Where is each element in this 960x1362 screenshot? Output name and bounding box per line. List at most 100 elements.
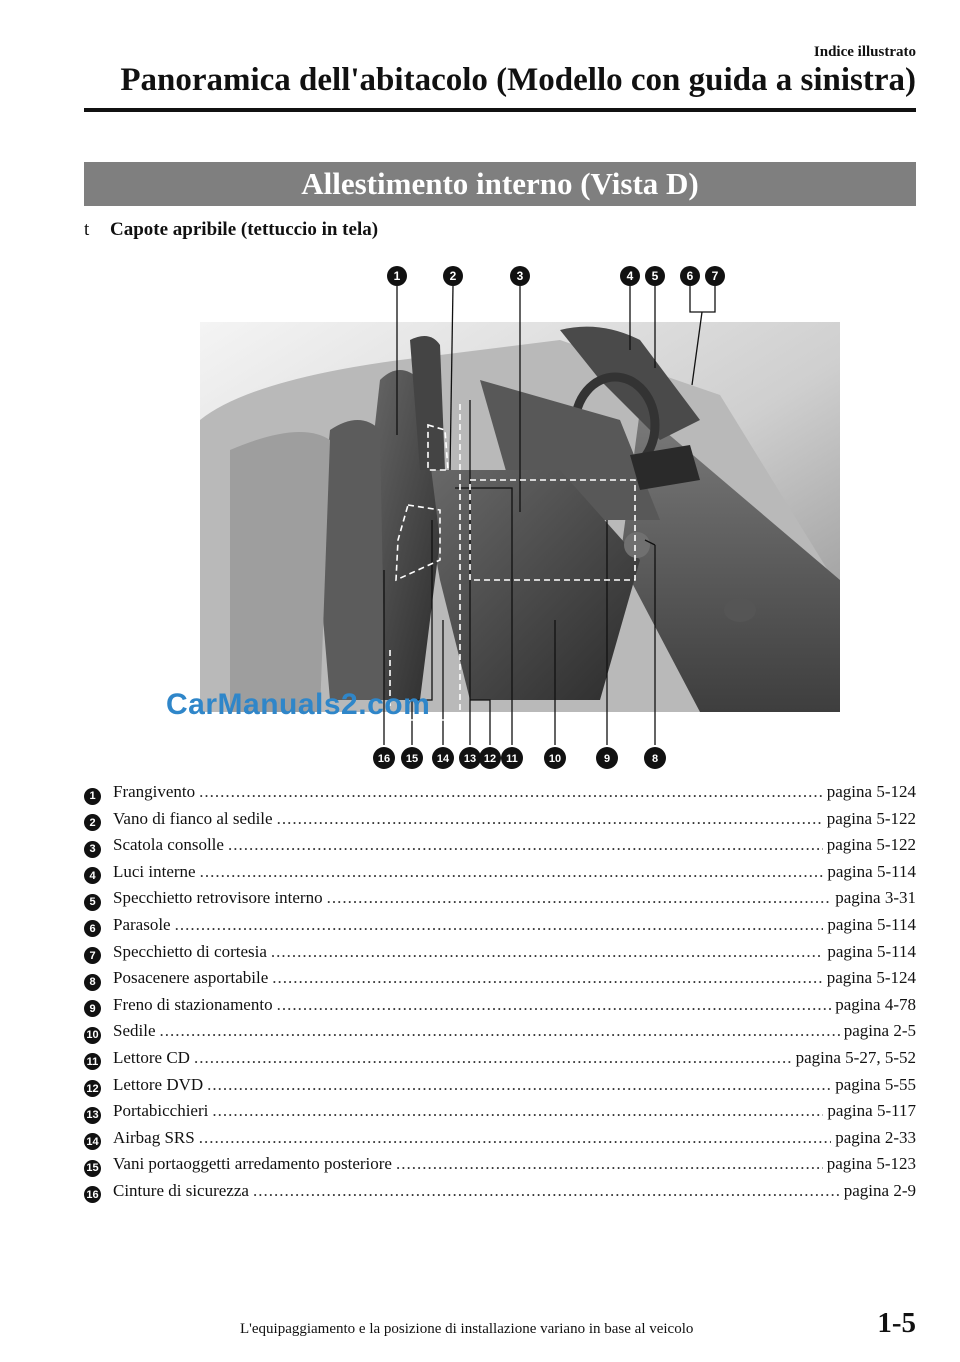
legend-item-label: Frangivento <box>113 782 196 801</box>
number-badge: 6 <box>84 920 101 938</box>
legend-item: 10 Sedile pagina 2-5 <box>84 1021 916 1048</box>
hidden-area-outlines <box>389 400 636 721</box>
leader-dots <box>277 995 832 1015</box>
page-reference: pagina 4-78 <box>835 994 916 1014</box>
number-badge: 13 <box>84 1106 101 1124</box>
car-photo <box>200 322 840 712</box>
legend-item-label: Lettore CD <box>113 1047 190 1067</box>
legend-item: 3 Scatola consolle pagina 5-122 <box>84 835 916 862</box>
leader-dots <box>194 1048 792 1068</box>
callout-9-label: 9 <box>604 753 610 765</box>
number-badge: 10 <box>84 1026 101 1044</box>
callout-12-label: 12 <box>484 753 496 765</box>
number-badge: 16 <box>84 1186 101 1204</box>
leader-dots <box>175 915 824 935</box>
legend-item-label: Vani portaoggetti arredamento posteriore <box>113 1154 392 1174</box>
leader-dots <box>253 1181 840 1201</box>
callout-1-label: 1 <box>394 269 401 283</box>
leader-dots <box>199 782 823 802</box>
legend-item-label: Freno di stazionamento <box>113 994 273 1014</box>
leader-dots <box>272 968 822 988</box>
callout-14-label: 14 <box>437 753 450 765</box>
page-reference: pagina 5-117 <box>827 1101 916 1121</box>
callout-2-label: 2 <box>450 269 457 283</box>
number-badge: 4 <box>84 867 101 885</box>
callout-11-label: 11 <box>506 753 518 765</box>
legend-item: 9 Freno di stazionamento pagina 4-78 <box>84 995 916 1022</box>
page-number: 1-5 <box>877 1307 916 1339</box>
page-reference: pagina 2-5 <box>843 1021 916 1041</box>
header-divider <box>84 108 916 112</box>
page-reference: pagina 5-27, 5-52 <box>795 1047 916 1067</box>
number-badge: 8 <box>84 973 101 991</box>
legend-item: 15 Vani portaoggetti arredamento posterio… <box>84 1154 916 1181</box>
callout-7-label: 7 <box>712 269 719 283</box>
legend-item-label: Specchietto di cortesia <box>113 941 267 961</box>
leader-dots <box>327 888 832 908</box>
page-reference: pagina 2-9 <box>843 1180 916 1200</box>
legend-item: 6 Parasole pagina 5-114 <box>84 915 916 942</box>
number-badge: 12 <box>84 1080 101 1098</box>
subheading-text: Capote apribile (tettuccio in tela) <box>110 219 379 240</box>
callout-8-label: 8 <box>652 753 658 765</box>
leader-dots <box>207 1075 831 1095</box>
callout-4-label: 4 <box>627 269 634 283</box>
callout-15-label: 15 <box>406 753 418 765</box>
legend-item: 2 Vano di fianco al sedile pagina 5-122 <box>84 809 916 836</box>
page-reference: pagina 5-123 <box>826 1154 916 1174</box>
callout-leaders <box>383 285 716 745</box>
number-badge: 1 <box>84 787 101 805</box>
leader-dots <box>200 862 824 882</box>
number-badge: 7 <box>84 947 101 965</box>
number-badge: 2 <box>84 814 101 832</box>
number-badge: 14 <box>84 1133 101 1151</box>
callout-16-label: 16 <box>378 753 390 765</box>
page-reference: pagina 5-114 <box>827 941 916 961</box>
number-badge: 5 <box>84 893 101 911</box>
legend-item-label: Parasole <box>113 914 171 934</box>
leader-dots <box>277 809 823 829</box>
callout-10-label: 10 <box>549 753 561 765</box>
callout-5-label: 5 <box>652 269 659 283</box>
legend-item: 12 Lettore DVD pagina 5-55 <box>84 1075 916 1102</box>
number-badge: 9 <box>84 1000 101 1018</box>
legend-item-label: Vano di fianco al sedile <box>113 808 273 828</box>
legend-item: 13 Portabicchieri pagina 5-117 <box>84 1101 916 1128</box>
callout-13-label: 13 <box>464 753 476 765</box>
leader-dots <box>212 1101 823 1121</box>
leader-dots <box>396 1154 823 1174</box>
top-callout-markers <box>387 266 725 286</box>
leader-dots <box>199 1128 832 1148</box>
legend-item-label: Posacenere asportabile <box>113 968 269 988</box>
legend-item-label: Sedile <box>113 1021 156 1041</box>
legend-list: 1 Frangivento pagina 5-124 2 Vano di fianco … <box>84 782 916 1208</box>
page-title: Panoramica dell'abitacolo (Modello con g… <box>120 62 916 98</box>
footer-note: L'equipaggiamento e la posizione di inst… <box>240 1321 694 1337</box>
interior-illustration: 1 2 3 4 5 6 7 16 15 14 13 12 11 10 9 8 <box>200 266 840 769</box>
legend-item: 1 Frangivento pagina 5-124 <box>84 782 916 809</box>
page-reference: pagina 5-55 <box>835 1074 916 1094</box>
page-reference: pagina 5-122 <box>826 835 916 855</box>
page-reference: pagina 5-124 <box>826 782 916 801</box>
legend-item: 7 Specchietto di cortesia pagina 5-114 <box>84 942 916 969</box>
bottom-callout-markers <box>373 747 666 769</box>
leader-dots <box>228 835 823 855</box>
number-badge: 3 <box>84 840 101 858</box>
legend-item: 5 Specchietto retrovisore interno pagina 3… <box>84 888 916 915</box>
callout-6-label: 6 <box>687 269 694 283</box>
watermark-text: CarManuals2.com <box>166 688 431 721</box>
legend-item-label: Specchietto retrovisore interno <box>113 888 323 908</box>
legend-item-label: Lettore DVD <box>113 1074 204 1094</box>
number-badge: 15 <box>84 1159 101 1177</box>
legend-item-label: Portabicchieri <box>113 1101 209 1121</box>
callout-3-label: 3 <box>517 269 524 283</box>
page-reference: pagina 5-114 <box>827 914 916 934</box>
legend-item-label: Scatola consolle <box>113 835 224 855</box>
page-reference: pagina 5-122 <box>826 808 916 828</box>
page-reference: pagina 3-31 <box>835 888 916 908</box>
